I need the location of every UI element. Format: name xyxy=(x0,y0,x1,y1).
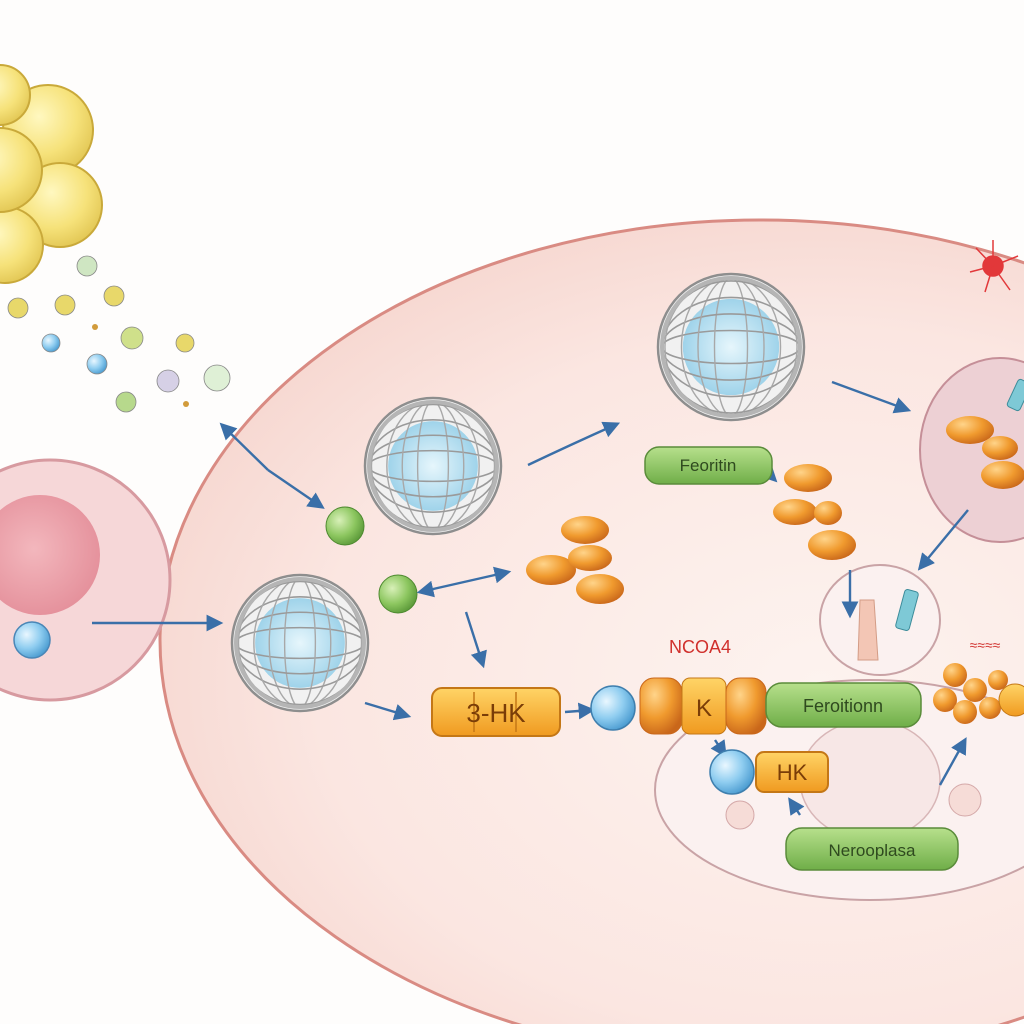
burst-icon xyxy=(969,240,1019,293)
blue-ion-icon xyxy=(590,685,636,731)
ferritin-label-top: Feoritin xyxy=(644,446,773,485)
hk-small-block: HK xyxy=(709,749,829,795)
hk-small-text: HK xyxy=(777,760,808,785)
iron-aggregate-icon xyxy=(933,663,1024,724)
scribble-label: ≈≈≈≈ xyxy=(970,637,1001,653)
ferritin-cage-icon xyxy=(363,396,503,536)
iron-particle-cluster xyxy=(526,464,856,604)
neighbor-cell-icon xyxy=(0,458,172,702)
hk-main-text: 3-HK xyxy=(466,698,526,728)
ferritin-cage-icon xyxy=(656,272,806,422)
neroplase-label: Nerooplasa xyxy=(785,827,959,871)
ferritin-label-top-text: Feoritin xyxy=(680,456,737,475)
ferritin-label-mid: Feroitionn xyxy=(765,682,922,728)
lysosome-organelle xyxy=(919,357,1024,543)
hk-main-block: 3-HK xyxy=(431,687,561,737)
lipid-droplet-cluster-icon xyxy=(0,64,103,284)
k-block-text: K xyxy=(696,695,712,722)
pathway-arrows xyxy=(92,380,969,816)
ncoa4-label: NCOA4 xyxy=(669,637,731,657)
neroplase-label-text: Nerooplasa xyxy=(829,841,916,860)
k-chain: K xyxy=(639,677,767,735)
ferritin-cage-icon xyxy=(230,573,370,713)
iron-particle-icon xyxy=(7,255,231,413)
ferritin-label-mid-text: Feroitionn xyxy=(803,696,883,716)
